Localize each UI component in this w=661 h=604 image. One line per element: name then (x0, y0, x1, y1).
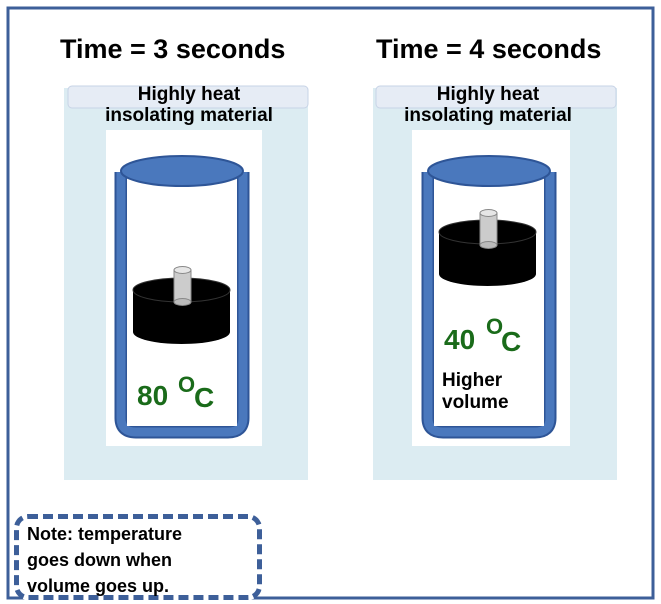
panel-time-3 (64, 85, 309, 480)
note-box: Note: temperature goes down when volume … (14, 514, 262, 600)
cylinder-wall-face (423, 172, 555, 437)
temperature-value: 40 (444, 324, 476, 355)
degree-symbol: O (486, 314, 504, 339)
panel-2-temperature: 40 O C (444, 314, 534, 358)
cylinder-wall-face (116, 172, 248, 437)
degree-symbol: O (178, 372, 196, 397)
cylinder-top-rim (427, 155, 551, 187)
volume-label-line2: volume (442, 392, 509, 413)
temperature-unit: C (194, 382, 215, 413)
panel-2-insulation-label: Highly heat insolating material (372, 84, 604, 126)
insulation-label-band (375, 85, 617, 109)
insulation-label-line2: insolating material (404, 105, 572, 126)
insulation-label-band (67, 85, 309, 109)
panel-2-volume-label: Higher volume (442, 370, 509, 414)
panel-1-insulation-label: Highly heat insolating material (74, 84, 304, 126)
piston-rod (479, 209, 498, 249)
piston-rod (173, 266, 192, 306)
insulation-label-line1: Highly heat (137, 84, 241, 105)
volume-label-line1: Higher (442, 370, 503, 391)
temperature-unit: C (501, 326, 522, 357)
insulation-label-line1: Highly heat (436, 84, 540, 105)
note-line2: goes down when (27, 550, 173, 570)
panel-1-title: Time = 3 seconds (60, 34, 286, 64)
panel-time-4 (373, 85, 617, 480)
temperature-value: 80 (137, 380, 169, 411)
note-line3: volume goes up. (27, 576, 170, 596)
cylinder-top-rim (120, 155, 244, 187)
panel-2-title: Time = 4 seconds (376, 34, 602, 64)
panel-1-temperature: 80 O C (137, 372, 227, 416)
note-line1: Note: temperature (27, 524, 183, 544)
insulation-label-line2: insolating material (105, 105, 273, 126)
